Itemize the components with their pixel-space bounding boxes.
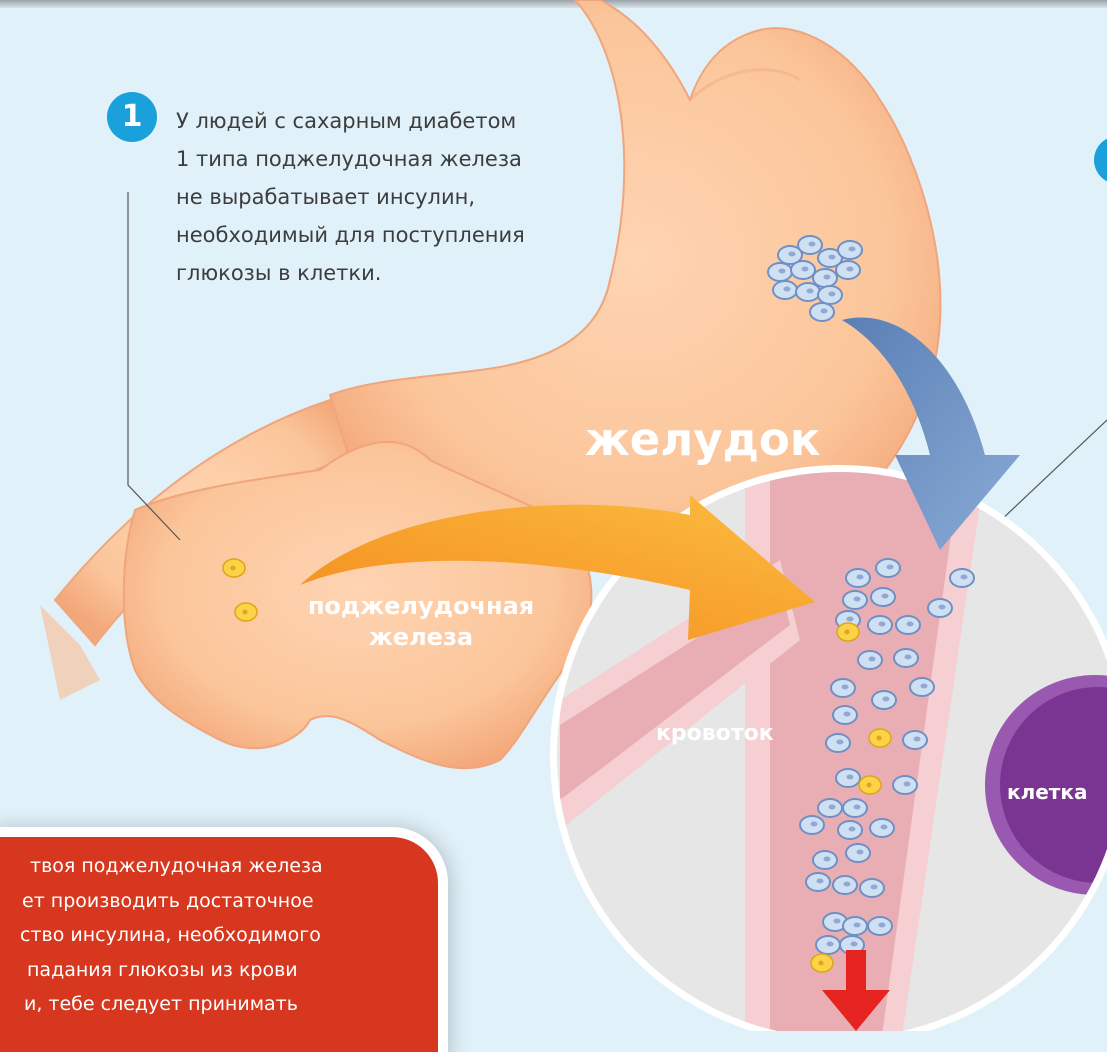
pancreas-label-line: поджелудочная [286, 591, 556, 622]
step1-description: У людей с сахарным диабетом 1 типа подже… [176, 102, 606, 292]
callout-line: ство инсулина, необходимого [0, 918, 430, 953]
callout-line: твоя поджелудочная железа [0, 849, 430, 884]
step1-line: глюкозы в клетки. [176, 254, 606, 292]
cell-label: клетка [1007, 780, 1087, 804]
step1-line: не вырабатывает инсулин, [176, 178, 606, 216]
callout-line: ет производить достаточное [0, 884, 430, 919]
callout-line: и, тебе следует принимать [0, 987, 430, 1022]
step-number-badge: 1 [107, 92, 157, 142]
step1-line: У людей с сахарным диабетом [176, 102, 606, 140]
step1-line: необходимый для поступления [176, 216, 606, 254]
callout-line: падания глюкозы из крови [0, 953, 430, 988]
step1-line: 1 типа поджелудочная железа [176, 140, 606, 178]
bloodstream-label: кровоток [656, 721, 774, 746]
pancreas-label: поджелудочная железа [286, 591, 556, 653]
insulin-cell-icon [235, 603, 257, 621]
callout-text: твоя поджелудочная железа ет производить… [0, 849, 430, 1022]
stomach-label: желудок [585, 413, 820, 466]
insulin-cell-icon [223, 559, 245, 577]
pancreas-label-line: железа [286, 622, 556, 653]
